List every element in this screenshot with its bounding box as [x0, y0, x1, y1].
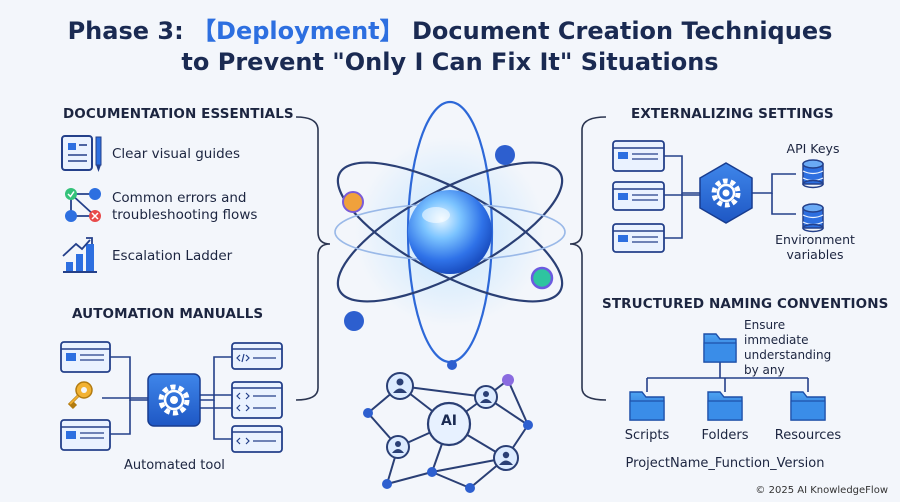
title-prefix: Phase 3: [67, 17, 193, 45]
key-icon [67, 381, 93, 410]
code-window-icon [231, 381, 283, 419]
folder-icon [629, 391, 665, 421]
flowchart-icon [65, 188, 101, 222]
ai-network-icon [363, 372, 533, 493]
naming-heading: STRUCTURED NAMING CONVENTIONS [602, 296, 889, 312]
bar-chart-icon [62, 237, 97, 273]
naming-note: Ensure immediate understanding by any [744, 318, 832, 377]
window-icon [60, 341, 111, 373]
window-icon [612, 223, 665, 253]
window-icon [612, 181, 665, 211]
title-highlight: 【Deployment】 [192, 17, 404, 45]
folder-icon [790, 391, 826, 421]
folder-label-scripts: Scripts [624, 428, 670, 443]
gear-box-icon [147, 373, 201, 427]
automation-heading: AUTOMATION MANUALLS [72, 306, 264, 322]
document-pen-icon [61, 135, 102, 172]
database-icon [802, 203, 824, 233]
folder-icon [703, 333, 737, 363]
page-title: Phase 3: 【Deployment】 Document Creation … [0, 16, 900, 78]
doc-item-visual-guides: Clear visual guides [112, 146, 241, 162]
settings-heading: EXTERNALIZING SETTINGS [631, 106, 834, 122]
folder-label-resources: Resources [774, 428, 842, 443]
right-bracket [569, 116, 607, 401]
left-bracket [295, 116, 331, 401]
folder-label-folders: Folders [701, 428, 749, 443]
code-window-icon [231, 342, 283, 370]
doc-item-troubleshooting: Common errors and troubleshooting flows [112, 190, 258, 223]
automation-diagram [60, 341, 283, 453]
copyright-footer: © 2025 AI KnowledgeFlow [755, 485, 888, 496]
folder-tree [629, 333, 826, 421]
title-line2: to Prevent "Only I Can Fix It" Situation… [181, 48, 719, 76]
documentation-heading: DOCUMENTATION ESSENTIALS [63, 106, 294, 122]
env-vars-label: Environment variables [775, 232, 855, 262]
window-icon [60, 419, 111, 451]
atom-icon [334, 100, 566, 370]
automated-tool-label: Automated tool [124, 458, 225, 473]
window-icon [612, 140, 665, 172]
gear-hexagon-icon [699, 162, 753, 224]
folder-icon [707, 391, 743, 421]
doc-item-escalation: Escalation Ladder [112, 248, 233, 264]
settings-diagram [612, 140, 824, 253]
database-icon [802, 159, 824, 189]
api-keys-label: API Keys [786, 141, 840, 156]
ai-label: AI [440, 413, 458, 429]
title-suffix: Document Creation Techniques [403, 17, 833, 45]
code-window-icon [231, 425, 283, 453]
naming-pattern: ProjectName_Function_Version [625, 456, 825, 471]
